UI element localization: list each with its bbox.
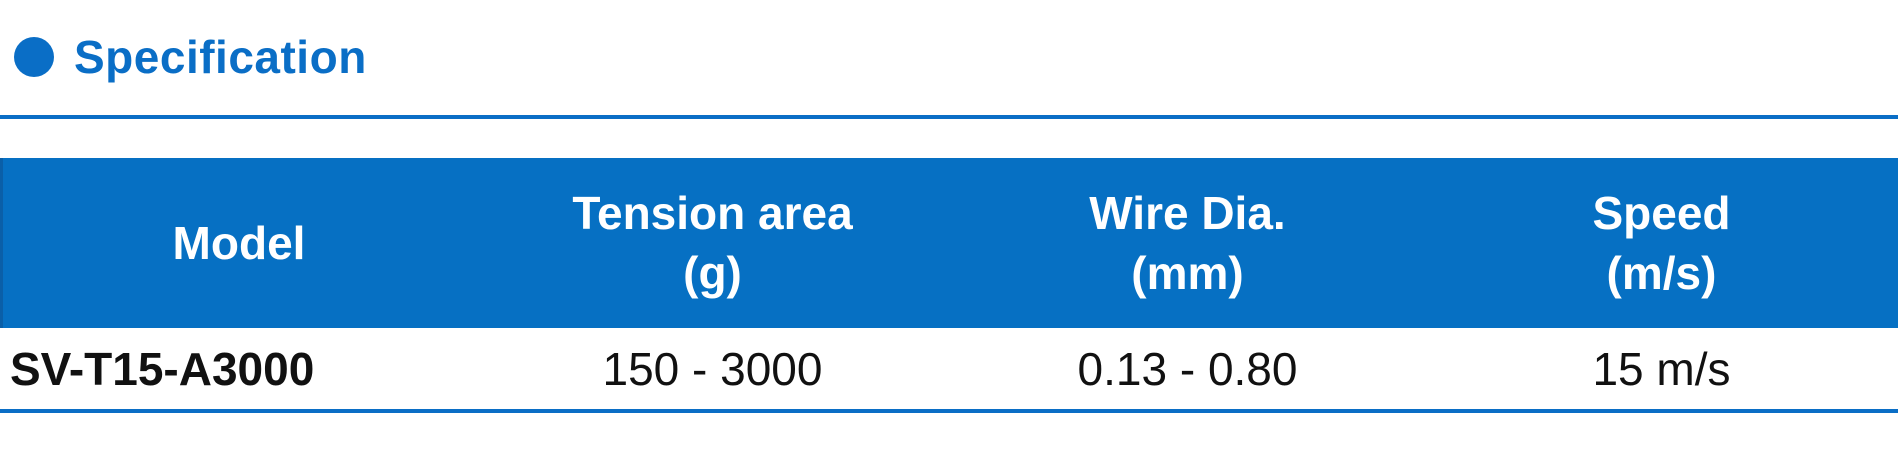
header-model: Model [3, 158, 475, 328]
header-wire-dia-unit: (mm) [1131, 247, 1244, 299]
table-row: SV-T15-A3000 150 - 3000 0.13 - 0.80 15 m… [0, 328, 1898, 413]
table-header-row: Model Tension area (g) Wire Dia. (mm) Sp… [0, 158, 1898, 328]
title-divider [0, 115, 1898, 119]
cell-model: SV-T15-A3000 [10, 342, 315, 395]
header-wire-dia: Wire Dia. (mm) [950, 158, 1425, 328]
header-model-label: Model [172, 217, 306, 269]
header-speed-label: Speed [1592, 187, 1731, 239]
specification-table: Model Tension area (g) Wire Dia. (mm) Sp… [0, 158, 1898, 413]
section-header: Specification [14, 22, 367, 92]
header-speed-unit: (m/s) [1606, 247, 1717, 299]
cell-tension-area: 150 - 3000 [602, 342, 823, 395]
cell-speed: 15 m/s [1592, 342, 1731, 395]
header-speed: Speed (m/s) [1425, 158, 1898, 328]
header-tension-area: Tension area (g) [475, 158, 950, 328]
header-tension-area-unit: (g) [683, 247, 742, 299]
circle-bullet-icon [14, 37, 54, 77]
section-title: Specification [74, 31, 367, 83]
cell-wire-dia: 0.13 - 0.80 [1077, 342, 1298, 395]
header-wire-dia-label: Wire Dia. [1089, 187, 1286, 239]
header-tension-area-label: Tension area [572, 187, 853, 239]
